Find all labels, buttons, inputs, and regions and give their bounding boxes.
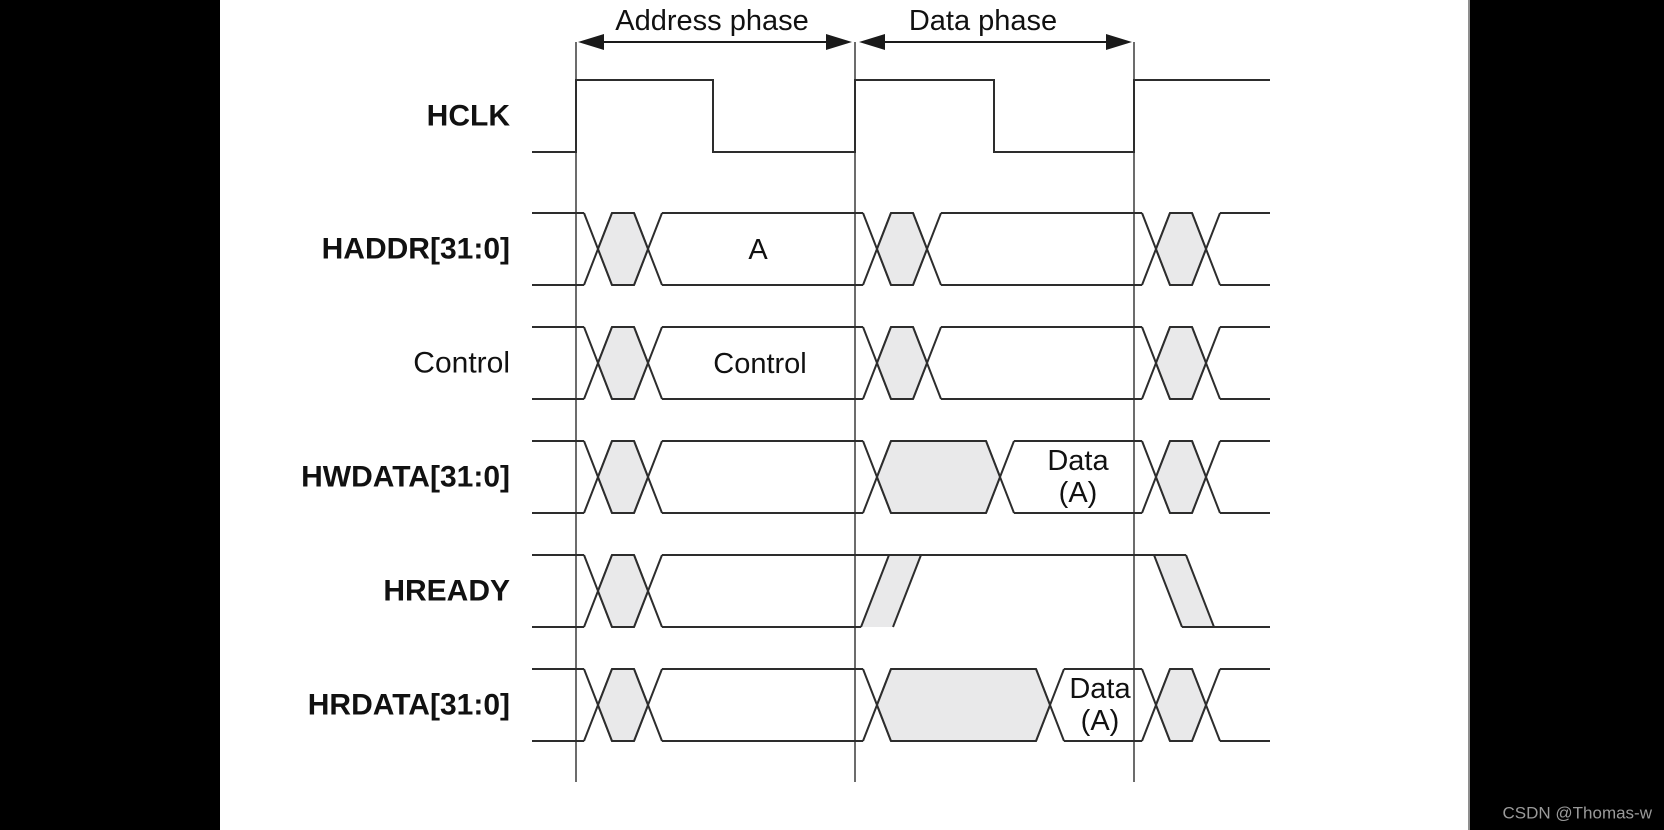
arrow-left-icon	[578, 34, 604, 50]
phase-annotation-address: Address phase	[578, 5, 852, 50]
signal-row-control: Control Control	[413, 326, 1270, 400]
transition-hexagon	[596, 440, 650, 514]
rising-transition-band	[861, 555, 921, 627]
hwdata-bus-value-line1: Data	[1047, 445, 1109, 477]
signal-row-hrdata: HRDATA[31:0] Data (A)	[308, 668, 1270, 742]
transition-hexagon	[1154, 212, 1208, 286]
phase-boundary-lines	[575, 42, 1135, 782]
phase-annotation-data: Data phase	[859, 5, 1132, 50]
content-panel	[220, 0, 1470, 830]
arrow-right-icon	[1106, 34, 1132, 50]
control-bus-value: Control	[713, 348, 807, 380]
data-change-hexagon	[875, 668, 1052, 742]
signal-row-hwdata: HWDATA[31:0] Data (A)	[301, 440, 1270, 514]
signal-label-hrdata: HRDATA[31:0]	[308, 689, 510, 722]
hrdata-bus-value-line1: Data	[1069, 673, 1131, 705]
data-change-hexagon	[875, 440, 1002, 514]
falling-transition-band	[1154, 555, 1214, 627]
hrdata-bus-value-line2: (A)	[1081, 705, 1120, 737]
watermark-text: CSDN @Thomas-w	[1503, 804, 1653, 823]
transition-hexagon	[1154, 326, 1208, 400]
hclk-waveform	[532, 79, 1270, 153]
arrow-right-icon	[826, 34, 852, 50]
signal-row-hready: HREADY	[383, 554, 1270, 628]
signal-label-haddr: HADDR[31:0]	[322, 233, 510, 266]
transition-hexagon	[1154, 440, 1208, 514]
transition-hexagon	[596, 326, 650, 400]
transition-hexagon	[875, 212, 929, 286]
transition-hexagon	[596, 668, 650, 742]
haddr-bus-value: A	[748, 234, 768, 266]
transition-hexagon	[596, 212, 650, 286]
signal-label-hready: HREADY	[383, 575, 510, 608]
signal-label-hwdata: HWDATA[31:0]	[301, 461, 510, 494]
transition-hexagon	[596, 554, 650, 628]
arrow-left-icon	[859, 34, 885, 50]
transition-hexagon	[875, 326, 929, 400]
signal-row-haddr: HADDR[31:0] A	[322, 212, 1270, 286]
data-phase-label: Data phase	[909, 5, 1057, 37]
signal-label-control: Control	[413, 347, 510, 380]
signal-row-hclk: HCLK	[427, 79, 1270, 153]
transition-hexagon	[1154, 668, 1208, 742]
hwdata-bus-value-line2: (A)	[1059, 477, 1098, 509]
address-phase-label: Address phase	[615, 5, 808, 37]
signal-label-hclk: HCLK	[427, 100, 511, 133]
